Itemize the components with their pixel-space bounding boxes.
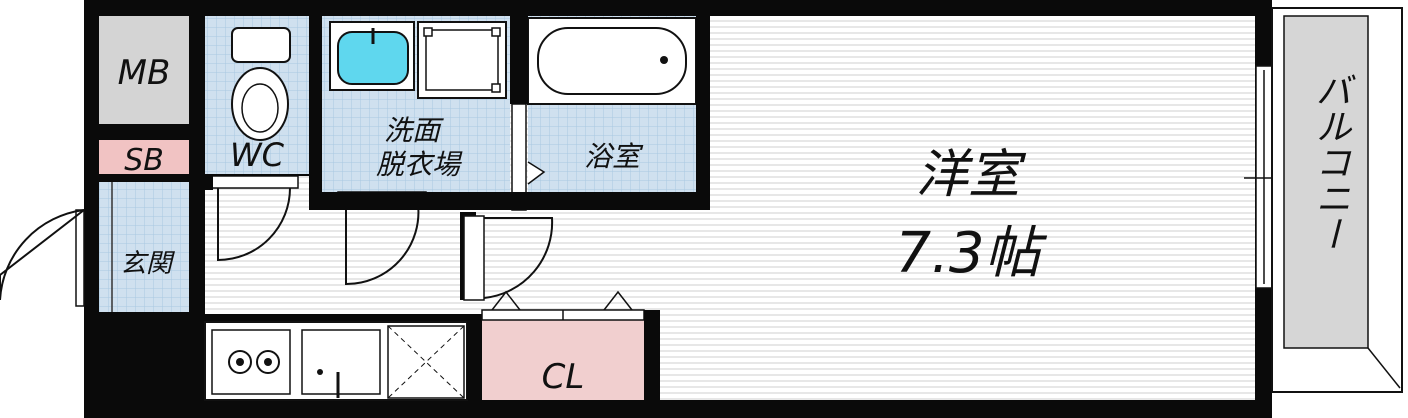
wall-toilet-washroom (309, 16, 322, 210)
western-room-label: 洋室 (916, 145, 1027, 205)
wall-wet-area-bottom (322, 192, 710, 210)
meter-box (99, 16, 189, 124)
balcony-label: バルコニー (1310, 72, 1351, 252)
shoe-box-label: SB (124, 143, 164, 178)
wall-kitchen-closet (467, 314, 481, 400)
bathtub-icon (527, 17, 697, 105)
hall-door-icon (460, 212, 554, 301)
wall-stub-toilet (205, 176, 213, 190)
front-door-icon (0, 209, 85, 307)
wall-entrance-toilet (189, 16, 205, 314)
closet (482, 318, 644, 400)
washer-pan-icon (417, 21, 507, 99)
wall-washroom-bath (510, 16, 528, 104)
washroom-label-line1: 洗面 (384, 114, 444, 147)
shoe-box (99, 140, 189, 174)
wall-bath-room (696, 16, 710, 210)
entrance-floor (99, 182, 189, 312)
washbasin-icon (329, 21, 415, 91)
bathroom-label: 浴室 (584, 140, 644, 173)
toilet-label: WC (230, 136, 285, 174)
washroom-label-line2: 脱衣場 (376, 148, 463, 181)
balcony (1271, 7, 1403, 393)
wall-closet-right (644, 310, 660, 400)
western-room-size: 7.3帖 (895, 221, 1047, 286)
wall-toilet-bottom (205, 174, 309, 176)
toilet-icon (231, 27, 291, 141)
closet-label: CL (542, 357, 585, 397)
meter-box-label: MB (118, 53, 171, 93)
western-room-floor-lower (660, 300, 1255, 400)
gas-stove-icon (211, 329, 291, 395)
balcony-window-icon (1244, 65, 1286, 289)
kitchen-sink-icon (301, 329, 381, 398)
wall-mb-sb (99, 124, 189, 140)
fridge-space-icon (387, 325, 465, 399)
entrance-label: 玄関 (120, 249, 175, 279)
